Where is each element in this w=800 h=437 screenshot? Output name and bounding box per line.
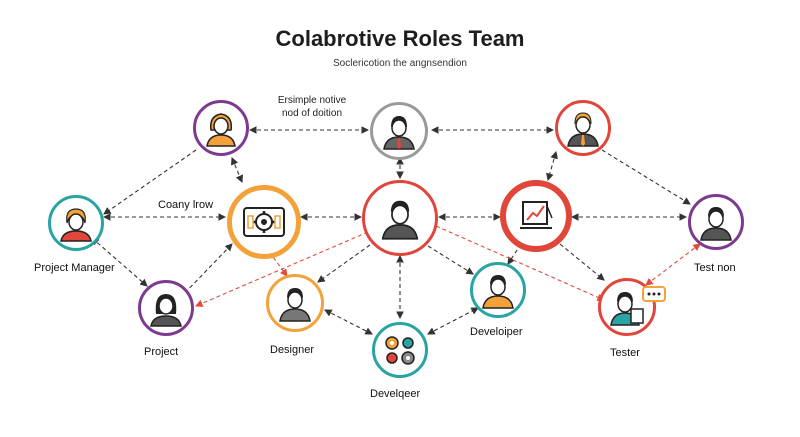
annotation-line-1: Ersimple notive: [277, 95, 347, 106]
page-subtitle: Soclericotion the angnsendion: [333, 58, 467, 69]
chat-bubble-icon: [642, 286, 666, 302]
edge-red: [435, 225, 606, 301]
label-developer-right: Develoiper: [470, 326, 523, 338]
project-manager-node[interactable]: [48, 195, 104, 251]
label-test-non: Test non: [694, 262, 736, 274]
edge-red: [194, 231, 369, 307]
annotation-line-2: nod of doition: [281, 108, 343, 119]
person-icon: [482, 275, 514, 309]
edge: [427, 245, 474, 275]
edge: [230, 156, 244, 184]
edge: [559, 243, 605, 281]
project-node[interactable]: [138, 280, 194, 336]
person-icon: [381, 200, 419, 240]
edge: [546, 150, 558, 182]
person-icon: [700, 207, 732, 241]
tester-node[interactable]: [598, 278, 656, 336]
label-project-manager: Project Manager: [34, 262, 115, 274]
edge: [91, 237, 148, 287]
workflow-gears-node[interactable]: [227, 185, 301, 259]
edge: [427, 307, 479, 335]
person-icon: [279, 288, 311, 322]
team-lead-node[interactable]: [362, 180, 438, 256]
team-member-top-left[interactable]: [193, 100, 249, 156]
person-icon: [60, 208, 92, 242]
presentation-chart-node[interactable]: [500, 180, 572, 252]
label-designer: Designer: [270, 344, 315, 356]
edge-red: [264, 245, 288, 277]
edge: [317, 244, 371, 283]
edge: [179, 243, 233, 299]
presentation-chart-icon: [520, 201, 553, 229]
edge: [601, 149, 691, 205]
annotation-note: Ersimple notive nod of doition: [262, 94, 362, 120]
cogs-icon: [385, 336, 415, 365]
person-icon: [150, 294, 182, 327]
developer-cogs-node[interactable]: [372, 322, 428, 378]
person-icon: [383, 116, 415, 150]
person-icon: [610, 292, 644, 326]
developer-node[interactable]: [470, 262, 526, 318]
team-member-top-center[interactable]: [370, 102, 428, 160]
label-tester: Tester: [610, 347, 640, 359]
label-developer-bottom: Develqeer: [370, 388, 421, 400]
edge: [324, 309, 373, 335]
person-icon: [567, 112, 599, 147]
person-icon: [206, 113, 236, 147]
designer-node[interactable]: [266, 274, 324, 332]
page-title: Colabrotive Roles Team: [275, 26, 525, 51]
label-project: Project: [144, 346, 179, 358]
gears-icon: [243, 207, 285, 237]
label-company-flow: Coany lrow: [158, 199, 214, 211]
edge: [103, 149, 197, 215]
edge-red: [645, 243, 701, 286]
test-non-node[interactable]: [688, 194, 744, 250]
team-member-top-right[interactable]: [555, 100, 611, 156]
